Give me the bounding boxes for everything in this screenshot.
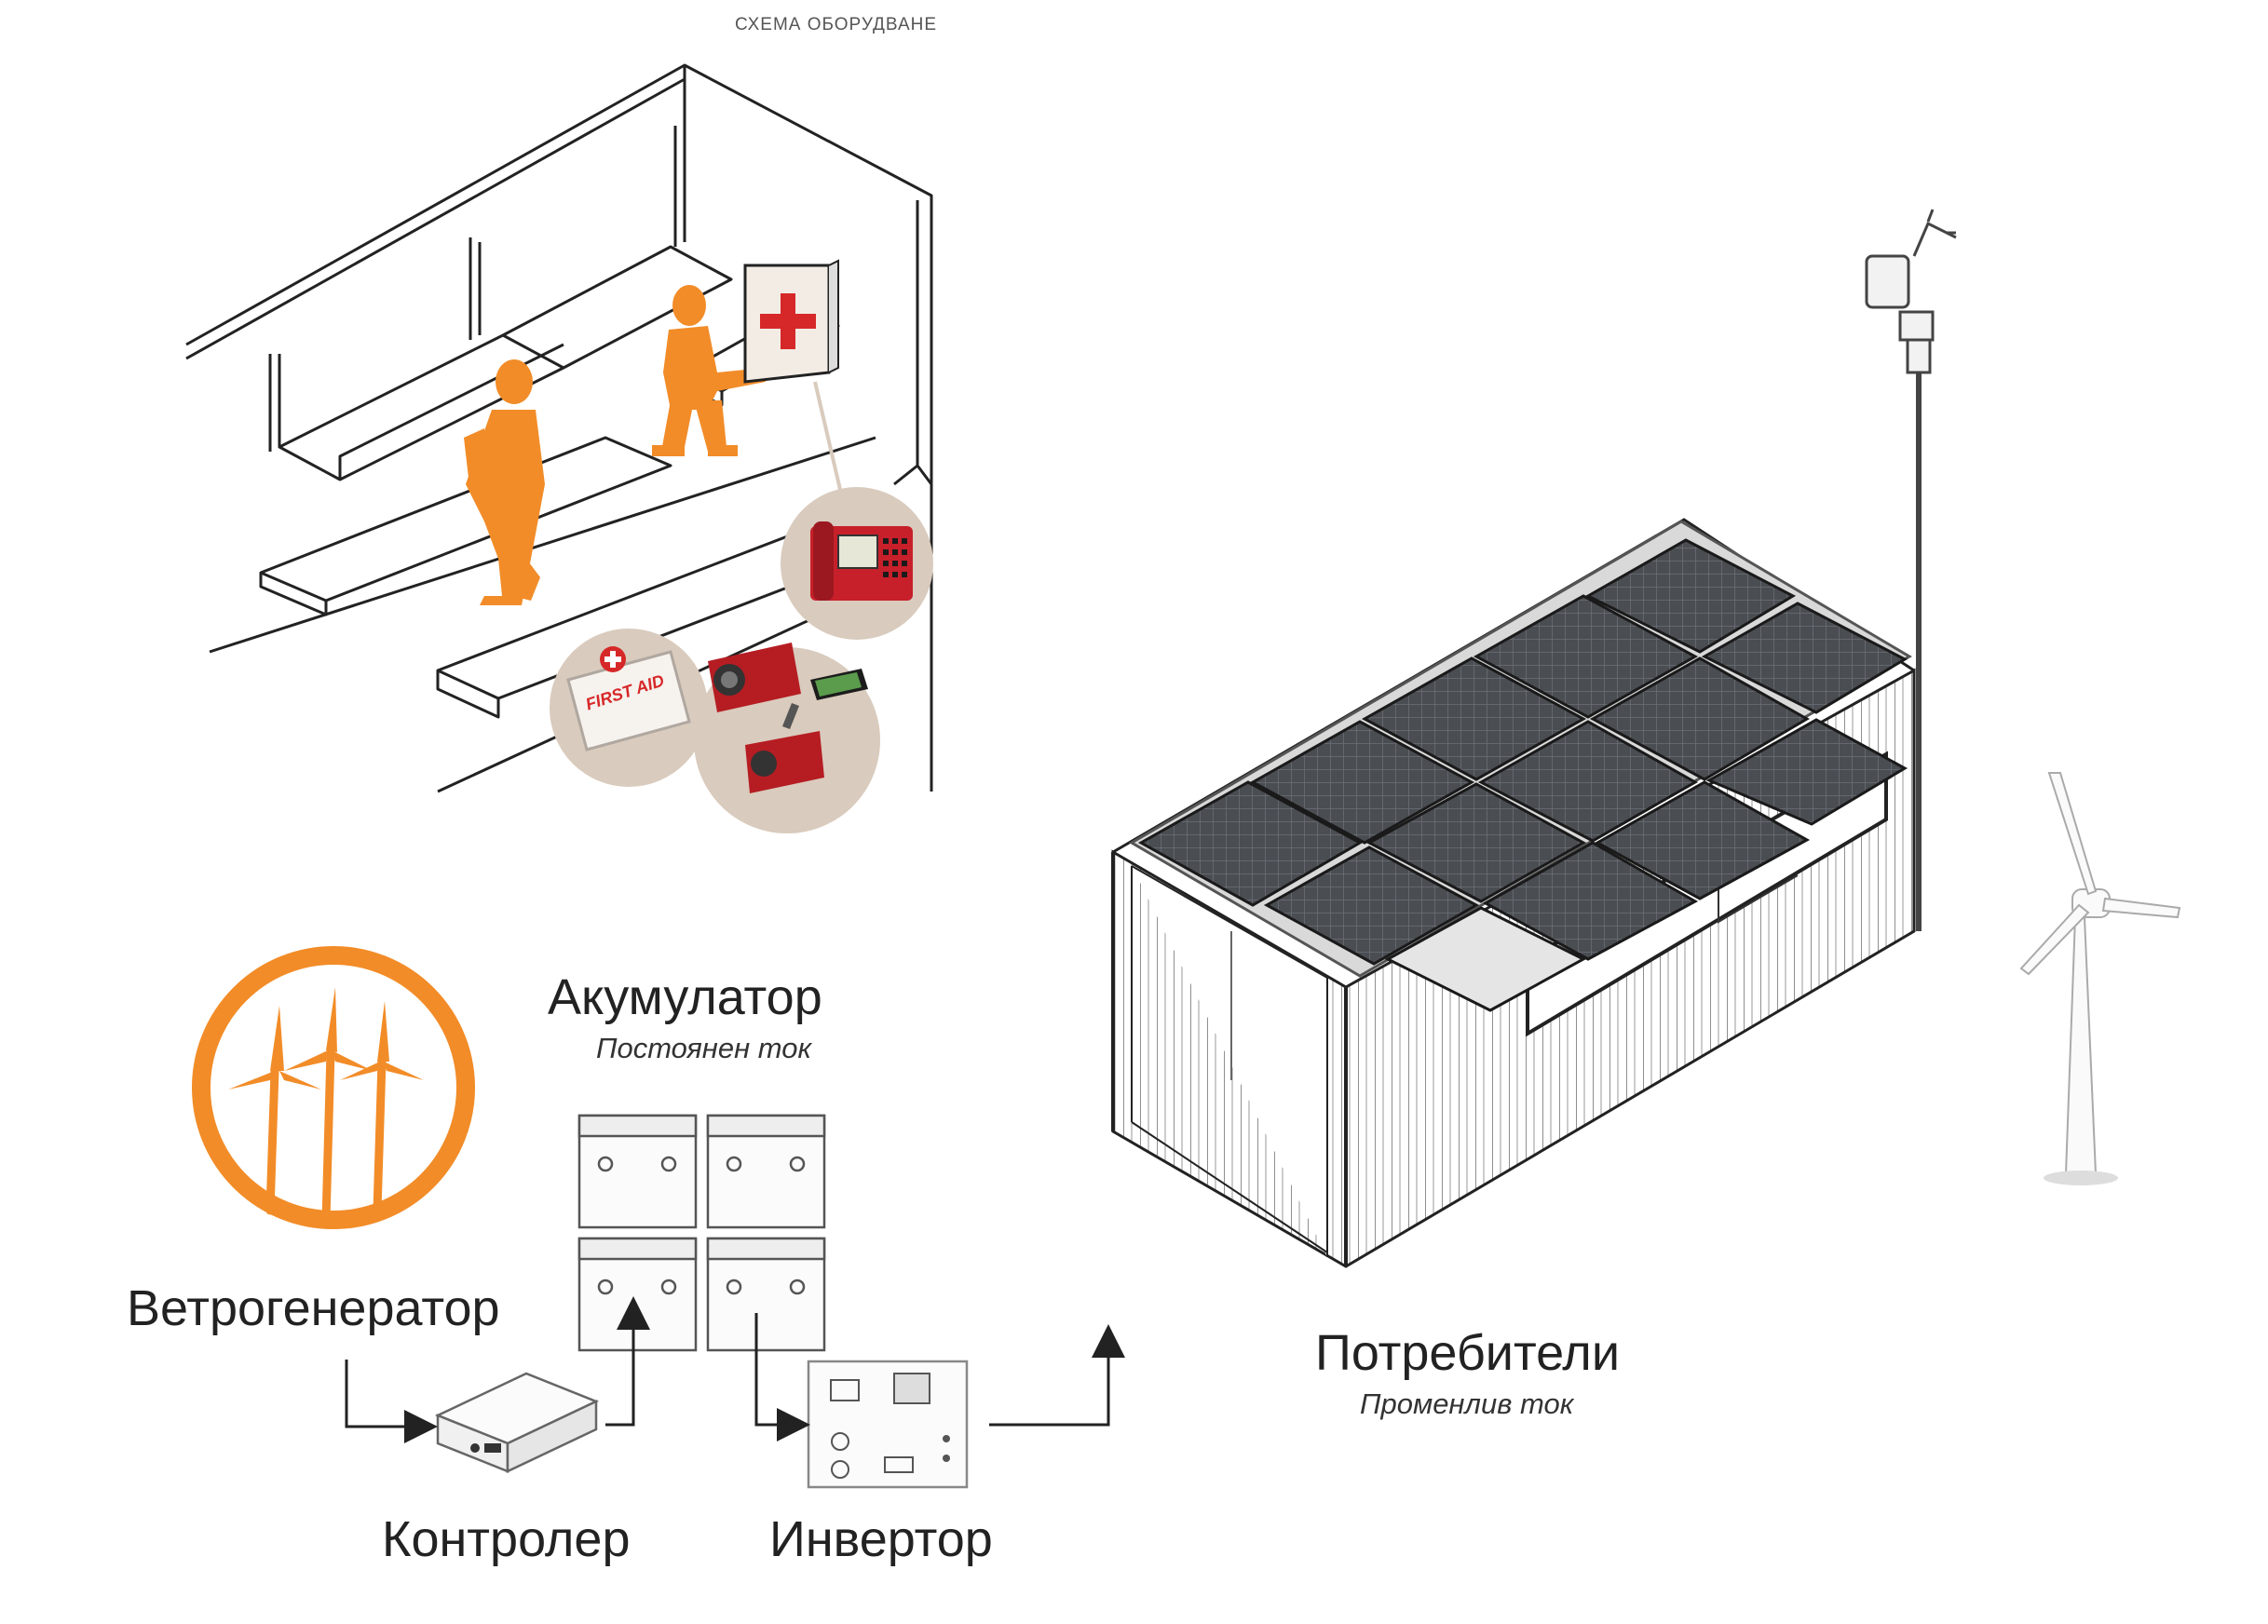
battery-icon [706,1237,826,1352]
consumers-sublabel: Променлив ток [1360,1387,1574,1420]
first-aid-kit-icon [566,646,691,751]
battery-icon [577,1237,698,1352]
first-aid-cabinet [743,259,849,522]
consumers-label: Потребители [1315,1325,1620,1381]
weather-station-icon [1865,209,1957,931]
person-standing-icon [464,359,545,605]
person-seated-icon [652,285,766,456]
page-title: СХЕМА ОБОРУДВАНЕ [734,15,938,34]
solar-panels [1129,520,1912,1012]
smartphone-icon [810,669,868,700]
battery-bank [577,1114,826,1352]
phone-icon [810,521,913,601]
controller-icon [434,1372,600,1473]
battery-icon [577,1114,698,1229]
controller-label: Контролер [382,1511,631,1567]
accumulator-sublabel: Постоянен ток [596,1032,812,1064]
wind-generator-label: Ветрогенератор [127,1280,500,1336]
flow-arrows [345,1296,1125,1443]
inverter-label: Инвертор [769,1511,993,1567]
wind-turbines-icon [192,946,475,1229]
inverter-icon [807,1360,969,1489]
wind-turbine-icon [2019,772,2181,1185]
radio-icon [708,643,824,793]
red-cross-icon [760,293,816,349]
battery-icon [706,1114,826,1229]
accumulator-label: Акумулатор [548,969,822,1025]
